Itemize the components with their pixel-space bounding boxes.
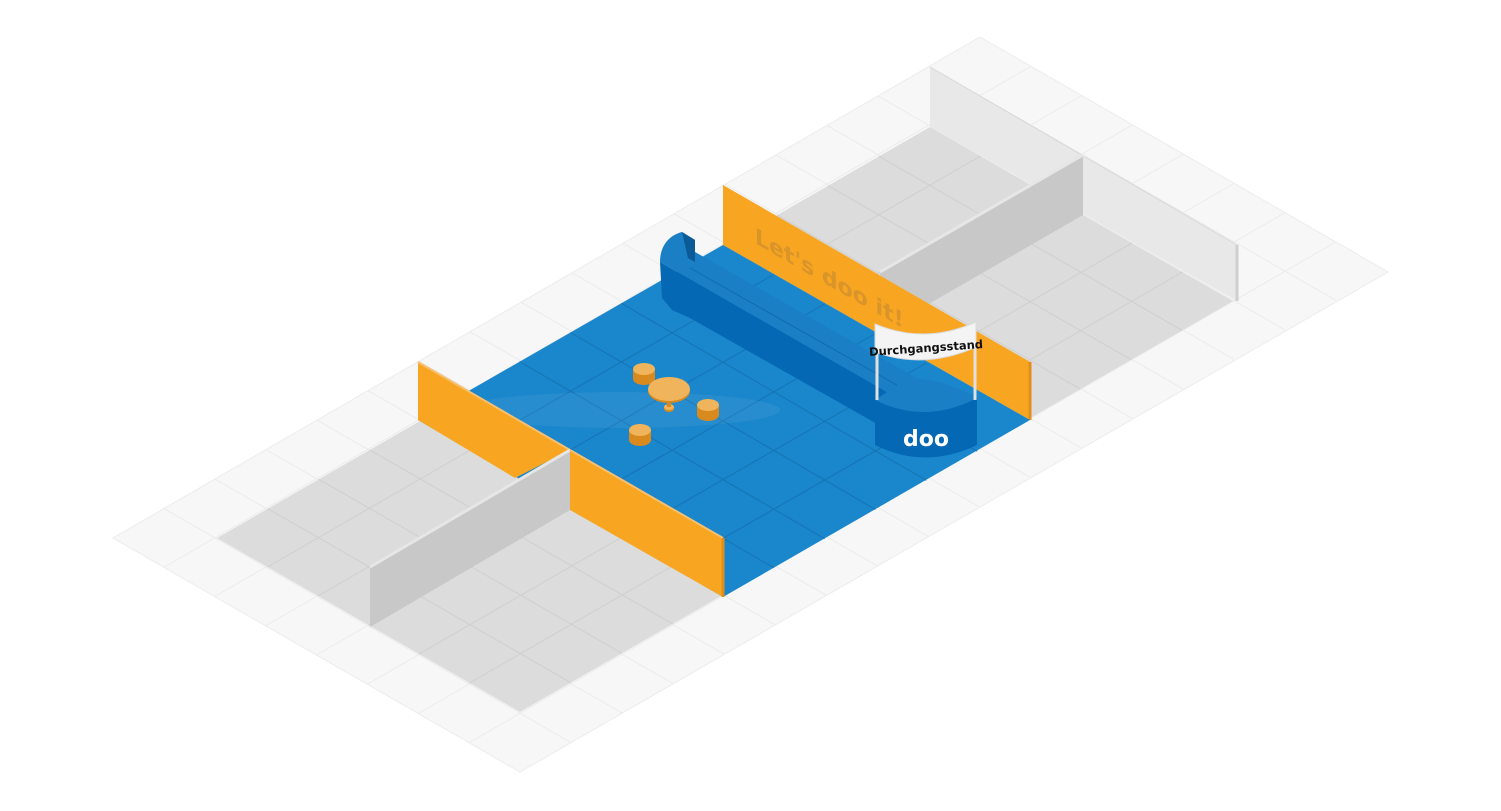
divider-wall-front — [370, 450, 570, 627]
stool — [697, 399, 719, 411]
divider-wall-back — [880, 155, 1083, 332]
booth-side-wall-left — [418, 362, 570, 478]
booth-back-wall — [723, 185, 1030, 420]
stool — [629, 424, 651, 436]
booth-side-wall-left-top — [417, 361, 571, 451]
grid-line — [163, 65, 1032, 568]
info-counter: doo — [875, 379, 977, 458]
counter-logo: doo — [903, 427, 949, 452]
banner — [874, 321, 977, 361]
furniture-group — [629, 363, 719, 446]
booth-side-wall-right — [570, 450, 723, 597]
booth-side-wall-right-top — [569, 449, 724, 539]
stool — [633, 363, 655, 375]
back-wall — [930, 67, 1237, 301]
divider-wall-front-top — [369, 448, 571, 569]
long-counter — [660, 232, 960, 455]
divider-wall-back-top — [879, 153, 1084, 274]
table-top — [648, 377, 690, 401]
